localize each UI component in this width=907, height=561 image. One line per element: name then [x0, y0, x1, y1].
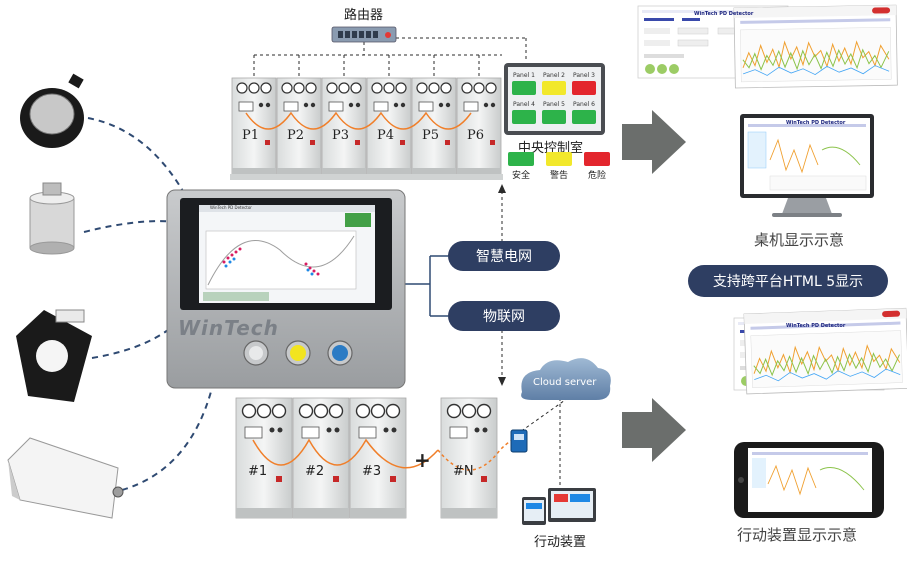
flow-arrows [622, 110, 686, 462]
control-panel-label: Panel 6 [573, 101, 595, 108]
control-panel-label: Panel 1 [513, 72, 535, 79]
legend-label: 安全 [511, 171, 530, 181]
smartphone [734, 442, 884, 518]
control-room-panels: Panel 1 Panel 2 Panel 3 Panel 4 Panel 5 Panel… [510, 71, 600, 127]
legend-label: 警告 [549, 171, 568, 181]
control-panel-label: Panel 5 [543, 101, 565, 108]
cabinet-label-1: P1 [242, 128, 260, 143]
cabinet-label-4: P4 [377, 128, 395, 143]
legend-swatch [584, 152, 610, 166]
sensor-round [20, 73, 84, 148]
control-panel-status [512, 81, 536, 95]
screenshot-stack-bottom [733, 307, 907, 395]
router-label: 路由器 [344, 8, 384, 23]
control-panel-label: Panel 3 [573, 72, 595, 79]
bottom-cabinet-label-4: #N [453, 464, 474, 479]
iot-tag: 物联网 [448, 301, 560, 331]
control-panel-label: Panel 2 [543, 72, 565, 79]
control-panel-status [572, 81, 596, 95]
screenshot-stack-top [637, 4, 898, 89]
top-cabinets [230, 77, 503, 180]
control-panel-status [542, 81, 566, 95]
control-panel-label: Panel 4 [513, 101, 535, 108]
mobile-display-label: 行动装置显示示意 [737, 526, 858, 544]
cabinet-label-3: P3 [332, 128, 350, 143]
screenshot-title-bottom: WinTech PD Detector [786, 323, 846, 329]
pill-connectors [400, 255, 448, 317]
cabinet-label-6: P6 [467, 128, 485, 143]
sensor-ct-ring [16, 309, 92, 402]
legend-item: 警告 [542, 152, 576, 184]
sensor-box [7, 437, 124, 519]
control-panel-1: Panel 1 [510, 71, 538, 99]
sensor-links [83, 117, 213, 491]
plus-sign: + [414, 448, 431, 472]
gateway-device [510, 429, 528, 453]
sensor-cylinder [29, 182, 75, 255]
cloud-label: Cloud server [533, 377, 597, 388]
screenshot-title-desktop: WinTech PD Detector [786, 120, 846, 126]
bottom-cabinet-label-1: #1 [248, 464, 268, 479]
cabinet-label-2: P2 [287, 128, 305, 143]
control-panel-3: Panel 3 [570, 71, 598, 99]
hmi-screen-title: WinTech PD Detector [210, 205, 252, 210]
control-panel-status [572, 110, 596, 124]
cloud-icon [521, 358, 611, 400]
cross-platform-tag: 支持跨平台HTML 5显示 [688, 265, 888, 297]
hmi-brand-logo: WinTech [178, 316, 279, 340]
control-panel-status [512, 110, 536, 124]
control-panel-4: Panel 4 [510, 100, 538, 128]
router-device [331, 26, 397, 43]
legend-swatch [508, 152, 534, 166]
legend-item: 危险 [580, 152, 614, 184]
mobile-devices-icon [522, 488, 596, 525]
hmi-device [166, 189, 406, 389]
top-signal-curve [245, 111, 472, 130]
desktop-display-label: 桌机显示示意 [754, 231, 845, 249]
desktop-monitor [740, 114, 874, 217]
smart-grid-tag: 智慧电网 [448, 241, 560, 271]
control-panel-5: Panel 5 [540, 100, 568, 128]
control-panel-status [542, 110, 566, 124]
control-panel-6: Panel 6 [570, 100, 598, 128]
legend-swatch [546, 152, 572, 166]
bottom-cabinet-label-2: #2 [305, 464, 325, 479]
legend-label: 危险 [587, 171, 606, 181]
control-panel-2: Panel 2 [540, 71, 568, 99]
network-lines [253, 37, 569, 500]
bottom-cabinet-label-3: #3 [362, 464, 382, 479]
legend-item: 安全 [504, 152, 538, 184]
control-room-legend: 安全 警告 危险 [504, 152, 614, 184]
screenshot-title-top: WinTech PD Detector [694, 11, 754, 17]
bottom-cabinets [235, 397, 498, 519]
mobile-device-label: 行动装置 [534, 535, 587, 550]
cabinet-label-5: P5 [422, 128, 440, 143]
